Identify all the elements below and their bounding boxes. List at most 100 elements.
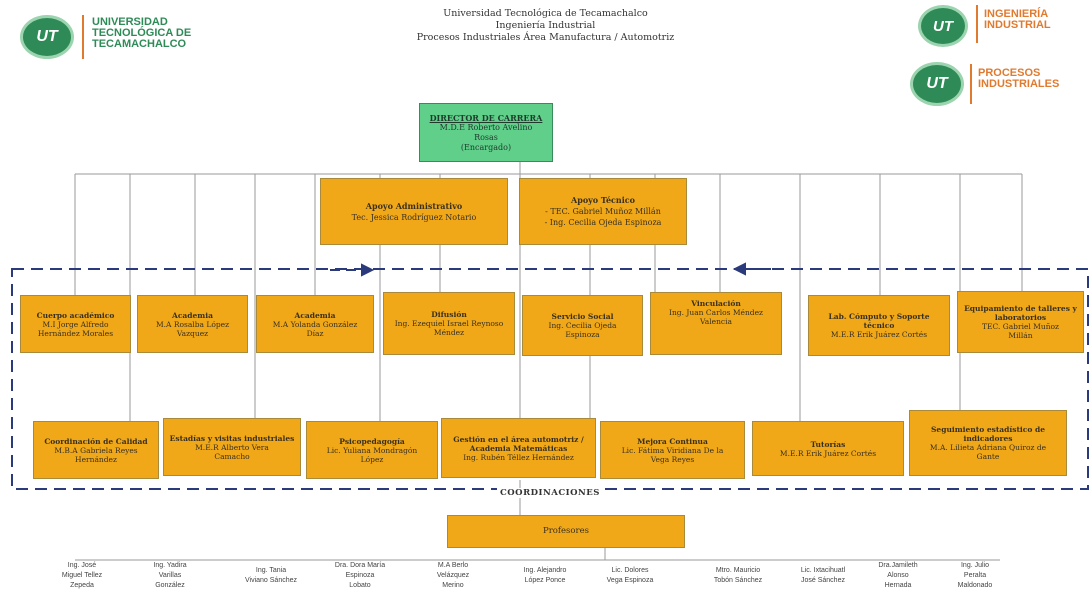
box-name-line1: M.I Jorge Alfredo bbox=[42, 319, 109, 329]
procesos-logo-icon: UT bbox=[910, 62, 964, 106]
box-name-line1: M.A Yolanda González bbox=[272, 319, 358, 329]
header-program: Ingeniería Industrial bbox=[495, 20, 596, 31]
box-title: Seguimiento estadístico de indicadores bbox=[931, 425, 1045, 443]
box-title: Tutorías bbox=[810, 439, 846, 449]
teacher-line2: Velázquez bbox=[436, 572, 470, 579]
apoyo-administrativo-name: Tec. Jessica Rodríguez Notario bbox=[351, 212, 477, 222]
box-name-line1: TEC. Gabriel Muñoz bbox=[982, 322, 1059, 331]
row2-box-mejora-continua: Mejora Continua Lic. Fátima Viridiana De… bbox=[600, 421, 745, 479]
teacher-line2: Espinoza bbox=[345, 572, 375, 579]
box-name-line1: M.E.R Erik Juárez Cortés bbox=[830, 330, 928, 339]
box-title: Academia bbox=[294, 310, 336, 320]
box-name-line2: Valencia bbox=[700, 317, 732, 326]
teacher-line1: Lic. Dolores bbox=[611, 567, 649, 574]
row1-box-difusion: Difusión Ing. Ezequiel Israel Reynoso Mé… bbox=[383, 292, 515, 355]
teacher-line2: Alonso bbox=[887, 572, 909, 579]
teacher-line2: José Sánchez bbox=[801, 577, 845, 584]
teacher-line1: Ing. Julio bbox=[960, 562, 990, 569]
box-name-line2: Millán bbox=[1008, 331, 1033, 340]
teacher-name: Mtro. Mauricio Tobón Sánchez bbox=[703, 566, 773, 586]
teacher-line1: Ing. José bbox=[67, 562, 97, 569]
box-name-line2: Espinoza bbox=[565, 330, 600, 339]
box-title: Cuerpo académico bbox=[36, 310, 115, 320]
box-name-line1: Ing. Ezequiel Israel Reynoso bbox=[394, 319, 504, 328]
row1-box-vinculacion: Vinculación Ing. Juan Carlos Méndez Vale… bbox=[650, 292, 782, 355]
box-title: Gestión en el área automotriz / Academia… bbox=[453, 434, 584, 453]
box-name-line2: Camacho bbox=[214, 451, 250, 461]
box-title: Servicio Social bbox=[551, 312, 614, 321]
teacher-name: Ing. Julio Peralta Maldonado bbox=[945, 561, 1005, 591]
procesos-logo-mark: UT bbox=[926, 75, 948, 92]
ingenieria-logo-line2: INDUSTRIAL bbox=[984, 19, 1051, 32]
teacher-line3: González bbox=[155, 582, 185, 589]
director-name-line2: Rosas bbox=[474, 132, 498, 142]
teacher-line2: Tobón Sánchez bbox=[713, 577, 763, 584]
teacher-line1: Ing. Yadira bbox=[153, 562, 187, 569]
box-title: Difusión bbox=[431, 310, 467, 319]
box-title: Equipamiento de talleres y laboratorios bbox=[964, 304, 1077, 322]
director-box: DIRECTOR DE CARRERA M.D.E Roberto Avelin… bbox=[419, 103, 553, 162]
teacher-name: Dra.Jamileth Alonso Hernada bbox=[868, 561, 928, 591]
box-name-line2: Gante bbox=[976, 452, 1000, 461]
box-title: Psicopedagogía bbox=[339, 436, 405, 446]
box-name-line2: Hernández bbox=[75, 454, 117, 464]
box-name-line1: M.B.A Gabriela Reyes bbox=[54, 445, 138, 455]
teacher-name: Ing. José Miguel Tellez Zepeda bbox=[52, 561, 112, 591]
director-note: (Encargado) bbox=[460, 142, 512, 152]
row2-box-coordinacion-calidad: Coordinación de Calidad M.B.A Gabriela R… bbox=[33, 421, 159, 479]
box-name-line1: Ing. Rubén Téllez Hernández bbox=[463, 452, 574, 462]
profesores-label: Profesores bbox=[542, 526, 589, 536]
teacher-line2: Peralta bbox=[963, 572, 987, 579]
box-title: Mejora Continua bbox=[637, 436, 708, 446]
profesores-box: Profesores bbox=[447, 515, 685, 548]
procesos-logo-divider bbox=[970, 64, 972, 104]
teacher-line1: Mtro. Mauricio bbox=[715, 567, 761, 574]
row1-box-servicio-social: Servicio Social Ing. Cecilia Ojeda Espin… bbox=[522, 295, 643, 356]
utt-logo-text: UNIVERSIDAD TECNOLÓGICA DE TECAMACHALCO bbox=[92, 16, 192, 51]
box-name-line1: M.A Rosalba López bbox=[155, 319, 230, 329]
row1-box-cuerpo-academico: Cuerpo académico M.I Jorge Alfredo Herná… bbox=[20, 295, 131, 353]
ingenieria-logo-icon: UT bbox=[918, 5, 968, 47]
box-title: Vinculación bbox=[691, 299, 741, 308]
ingenieria-logo-mark: UT bbox=[933, 17, 953, 35]
utt-logo-line2: TECNOLÓGICA DE bbox=[92, 27, 192, 40]
apoyo-tecnico-name1: - TEC. Gabriel Muñoz Millán bbox=[545, 207, 661, 216]
teacher-line1: Dra. Dora María bbox=[334, 562, 386, 569]
apoyo-administrativo-box: Apoyo Administrativo Tec. Jessica Rodríg… bbox=[320, 178, 508, 245]
row1-box-academia-2: Academia M.A Yolanda González Díaz bbox=[256, 295, 374, 353]
procesos-logo-line1: PROCESOS bbox=[978, 67, 1041, 79]
utt-logo-line3: TECAMACHALCO bbox=[92, 38, 187, 51]
ingenieria-logo-line1: INGENIERÍA bbox=[984, 8, 1049, 20]
header-area: Procesos Industriales Área Manufactura /… bbox=[416, 32, 675, 43]
teacher-line1: Lic. Ixtacihuatl bbox=[800, 567, 846, 574]
teacher-line3: Merino bbox=[442, 582, 464, 589]
box-name-line1: Lic. Fátima Viridiana De la bbox=[621, 445, 724, 455]
teacher-line2: Miguel Tellez bbox=[61, 572, 103, 579]
row2-box-seguimiento-estadistico: Seguimiento estadístico de indicadores M… bbox=[909, 410, 1067, 476]
ingenieria-logo-divider bbox=[976, 5, 978, 43]
director-name-line1: M.D.E Roberto Avelino bbox=[439, 122, 533, 132]
procesos-logo-text: PROCESOS INDUSTRIALES bbox=[978, 67, 1060, 91]
teacher-line3: Lobato bbox=[349, 582, 371, 589]
utt-logo-icon: UT bbox=[20, 15, 74, 59]
teacher-line2: López Ponce bbox=[524, 577, 566, 584]
row2-box-gestion-automotriz: Gestión en el área automotriz / Academia… bbox=[441, 418, 596, 478]
row2-box-estadias: Estadías y visitas industriales M.E.R Al… bbox=[163, 418, 301, 476]
box-name-line1: Lic. Yuliana Mondragón bbox=[326, 445, 418, 455]
teacher-name: Ing. Alejandro López Ponce bbox=[510, 566, 580, 586]
row2-box-psicopedagogia: Psicopedagogía Lic. Yuliana Mondragón Ló… bbox=[306, 421, 438, 479]
apoyo-tecnico-name2: - Ing. Cecilia Ojeda Espinoza bbox=[544, 218, 662, 227]
teacher-name: Lic. Dolores Vega Espinoza bbox=[595, 566, 665, 586]
utt-logo-divider bbox=[82, 15, 84, 59]
teacher-line3: Maldonado bbox=[957, 582, 993, 589]
box-title: Lab. Cómputo y Soporte técnico bbox=[828, 312, 930, 330]
apoyo-administrativo-title: Apoyo Administrativo bbox=[365, 200, 463, 211]
teacher-name: Ing. Tania Viviano Sánchez bbox=[236, 566, 306, 586]
procesos-logo-line2: INDUSTRIALES bbox=[978, 78, 1060, 91]
teacher-name: Ing. Yadira Varillas González bbox=[140, 561, 200, 591]
row1-box-lab-computo: Lab. Cómputo y Soporte técnico M.E.R Eri… bbox=[808, 295, 950, 356]
box-name-line2: Hernández Morales bbox=[37, 328, 114, 338]
coordinaciones-label: COORDINACIONES bbox=[497, 488, 603, 498]
apoyo-tecnico-title: Apoyo Técnico bbox=[571, 195, 635, 205]
box-title: Coordinación de Calidad bbox=[44, 436, 148, 446]
